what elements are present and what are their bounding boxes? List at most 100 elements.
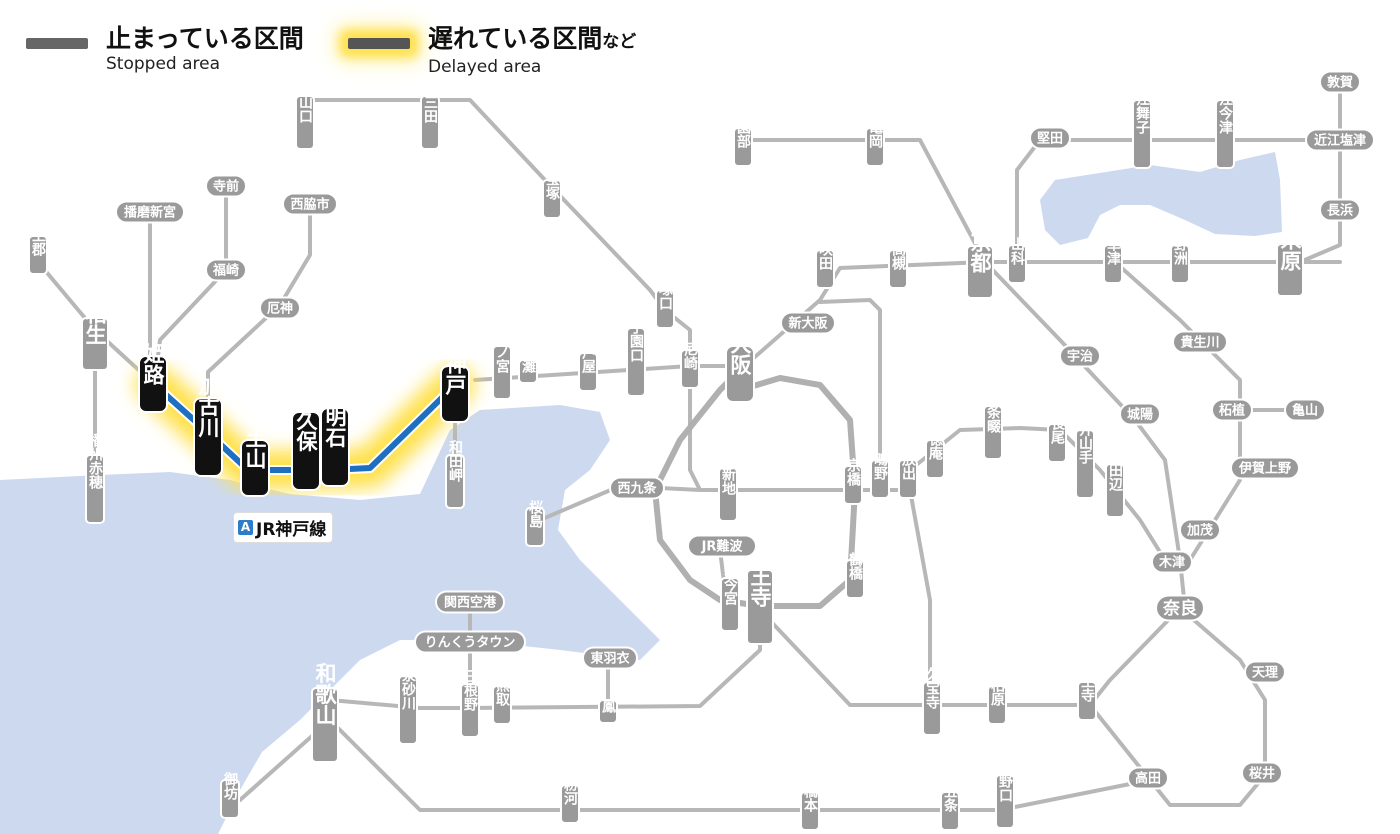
station-shinimamiya[interactable]: 新今宮 xyxy=(720,562,740,632)
station-kizu[interactable]: 木津 xyxy=(1151,550,1193,574)
station-tokuan[interactable]: 徳庵 xyxy=(925,431,945,479)
station-sonobe[interactable]: 園部 xyxy=(733,120,753,167)
station-kyobashi[interactable]: 京橋 xyxy=(843,457,863,505)
station-shigino[interactable]: 鴫野 xyxy=(870,451,890,499)
station-jrnamba[interactable]: JR難波 xyxy=(687,534,757,558)
station-name: 柏原 xyxy=(989,677,1005,707)
station-name: 松井山手 xyxy=(1077,407,1093,465)
station-matsuiyamate[interactable]: 松井山手 xyxy=(1075,407,1095,499)
station-kamo[interactable]: 加茂 xyxy=(1179,518,1221,542)
station-fukusaki[interactable]: 福崎 xyxy=(205,258,247,282)
station-tsuruga[interactable]: 敦賀 xyxy=(1319,70,1361,94)
station-yakujin[interactable]: 厄神 xyxy=(259,296,301,320)
station-kitashinchi[interactable]: 北新地 xyxy=(718,453,738,522)
station-suita[interactable]: 吹田 xyxy=(815,241,835,289)
station-name: 久宝寺 xyxy=(924,666,941,710)
station-himeji[interactable]: 姫路 xyxy=(138,342,168,413)
station-nada[interactable]: 灘 xyxy=(518,358,538,384)
station-name: 加茂 xyxy=(1186,523,1213,539)
station-sakurai[interactable]: 桜井 xyxy=(1241,761,1283,785)
station-nishikujo[interactable]: 西九条 xyxy=(609,476,665,500)
station-takarazuka[interactable]: 宝塚 xyxy=(542,171,562,219)
station-sakurajima[interactable]: 桜島 xyxy=(525,499,545,547)
station-amagasaki[interactable]: 尼崎 xyxy=(680,342,700,389)
station-osaka[interactable]: 大阪 xyxy=(725,333,755,403)
station-kobe[interactable]: 神戸 xyxy=(440,352,470,423)
station-joyo[interactable]: 城陽 xyxy=(1119,402,1161,426)
station-konakawa[interactable]: 粉河 xyxy=(560,776,580,824)
station-name: 京都 xyxy=(968,230,993,274)
station-name: 園部 xyxy=(735,120,751,149)
station-nagahama[interactable]: 長浜 xyxy=(1319,198,1361,222)
legend-stopped-en: Stopped area xyxy=(106,54,221,74)
station-tsuge[interactable]: 柘植 xyxy=(1211,398,1253,422)
station-takatsuki[interactable]: 高槻 xyxy=(888,241,908,289)
station-kakogawa[interactable]: 加古川 xyxy=(193,375,223,477)
station-harimashingu[interactable]: 播磨新宮 xyxy=(115,200,185,224)
station-uji[interactable]: 宇治 xyxy=(1059,344,1101,368)
station-yamashina[interactable]: 山科 xyxy=(1007,237,1027,284)
station-okubo[interactable]: 大久保 xyxy=(291,389,321,491)
station-hanaten[interactable]: 放出 xyxy=(898,451,918,499)
station-nara[interactable]: 奈良 xyxy=(1155,594,1205,622)
station-name: 神戸 xyxy=(443,352,467,396)
station-shinosaka[interactable]: 新大阪 xyxy=(780,311,836,335)
station-name: 四条畷 xyxy=(985,391,1002,434)
station-kashiwara[interactable]: 柏原 xyxy=(987,677,1007,725)
station-name: 京橋 xyxy=(845,457,861,487)
station-wakayama[interactable]: 和歌山 xyxy=(311,663,339,763)
station-takada[interactable]: 高田 xyxy=(1127,766,1169,790)
station-omi_maiko[interactable]: 近江舞子 xyxy=(1132,77,1152,169)
station-omi_shiotsu[interactable]: 近江塩津 xyxy=(1305,128,1375,152)
station-yoshinoguchi[interactable]: 吉野口 xyxy=(995,759,1015,829)
station-teramae[interactable]: 寺前 xyxy=(205,174,247,198)
station-tsuge_tag[interactable]: 亀山 xyxy=(1284,398,1326,422)
station-shijonawate[interactable]: 四条畷 xyxy=(983,391,1003,460)
station-higashihagoromo[interactable]: 東羽衣 xyxy=(582,646,638,670)
station-tsurumibashi[interactable]: 鶴橋 xyxy=(845,551,865,599)
station-nishiwakishi[interactable]: 西脇市 xyxy=(282,192,338,216)
station-wadamisaki[interactable]: 和田岬 xyxy=(445,440,465,509)
station-tennoji[interactable]: 天王寺 xyxy=(746,545,774,645)
station-kyotanabe[interactable]: 京田辺 xyxy=(1105,448,1125,518)
station-katata[interactable]: 堅田 xyxy=(1029,126,1071,150)
station-hineno[interactable]: 日根野 xyxy=(460,669,480,738)
station-kumatori[interactable]: 熊取 xyxy=(492,677,512,725)
station-gobo[interactable]: 御坊 xyxy=(220,771,240,819)
station-hashimoto[interactable]: 橋本 xyxy=(800,783,820,831)
station-kansai_airport[interactable]: 関西空港 xyxy=(435,590,505,614)
station-name: 草津 xyxy=(1105,236,1121,266)
station-omi_imazu[interactable]: 近江今津 xyxy=(1215,77,1235,169)
station-banshu_ako[interactable]: 播州赤穂 xyxy=(85,432,105,524)
station-sannomiya[interactable]: 三ノ宮 xyxy=(492,331,512,400)
station-sasayamaguchi[interactable]: 篠山口 xyxy=(295,80,315,150)
station-koshienguchi[interactable]: 甲子園口 xyxy=(626,306,646,397)
station-tsuchiyama[interactable]: 土山 xyxy=(240,427,270,497)
station-shinsanda[interactable]: 新三田 xyxy=(420,80,440,150)
station-yasu[interactable]: 野洲 xyxy=(1170,237,1190,284)
station-igaueno[interactable]: 伊賀上野 xyxy=(1230,456,1300,480)
station-name: 新大阪 xyxy=(788,316,828,332)
station-maibara[interactable]: 米原 xyxy=(1276,229,1304,297)
station-kyoto[interactable]: 京都 xyxy=(966,230,994,299)
station-nagao[interactable]: 長尾 xyxy=(1047,416,1067,463)
station-izumisunagawa[interactable]: 和泉砂川 xyxy=(398,654,418,745)
jr-kobe-line-label[interactable]: A JR神戸線 xyxy=(233,512,334,543)
station-kibukawa[interactable]: 貴生川 xyxy=(1172,330,1228,354)
station-otori[interactable]: 鳳 xyxy=(598,699,618,724)
station-name: 大久保 xyxy=(294,389,319,452)
station-tenri[interactable]: 天理 xyxy=(1244,660,1286,684)
station-aioi[interactable]: 相生 xyxy=(81,302,109,371)
station-kusatsu[interactable]: 草津 xyxy=(1103,236,1123,284)
station-kyuhoji[interactable]: 久宝寺 xyxy=(922,666,942,736)
station-ashiya[interactable]: 芦屋 xyxy=(578,344,598,392)
station-name: 灘 xyxy=(520,358,536,374)
station-tsukaguchi[interactable]: 塚口 xyxy=(655,282,675,329)
station-nishiakashi[interactable]: 西明石 xyxy=(320,385,350,487)
station-name: 野洲 xyxy=(1172,237,1188,266)
station-kamigori[interactable]: 上郡 xyxy=(28,228,48,275)
station-rinku_town[interactable]: りんくうタウン xyxy=(414,630,526,654)
station-gojo[interactable]: 五条 xyxy=(940,784,960,831)
station-oji[interactable]: 王寺 xyxy=(1077,674,1097,721)
station-kameoka[interactable]: 亀岡 xyxy=(865,119,885,167)
